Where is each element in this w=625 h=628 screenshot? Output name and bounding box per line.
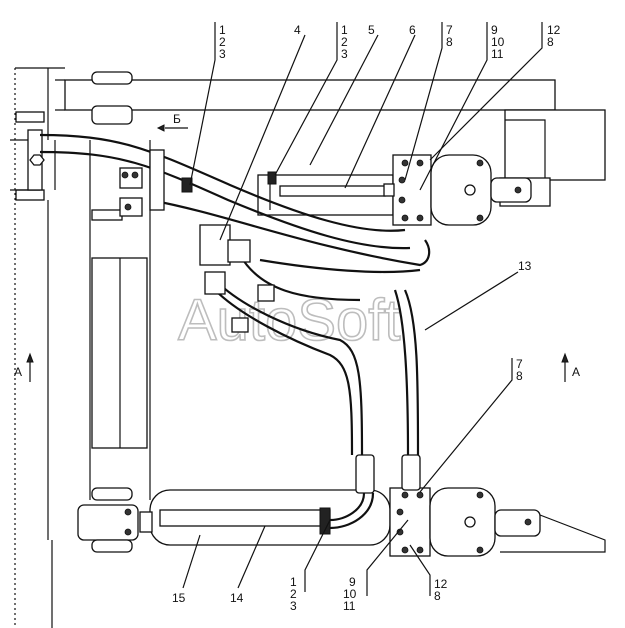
svg-text:8: 8 <box>516 369 523 383</box>
pipe-clamps <box>119 149 193 217</box>
svg-text:8: 8 <box>547 35 554 49</box>
hose-lines <box>39 133 431 530</box>
svg-text:12: 12 <box>547 23 561 37</box>
svg-text:3: 3 <box>290 599 297 613</box>
callout-6: 6 <box>409 23 416 37</box>
watermark: AutoSoft <box>178 288 400 353</box>
svg-text:3: 3 <box>341 47 348 61</box>
svg-text:2: 2 <box>219 35 226 49</box>
svg-text:7: 7 <box>446 23 453 37</box>
callout-4: 4 <box>294 23 301 37</box>
view-a-left-label: A <box>14 365 22 379</box>
callout-1-2-3-b: 1 2 3 <box>341 23 348 61</box>
callout-12-8-a: 12 8 <box>547 23 561 49</box>
svg-text:7: 7 <box>516 357 523 371</box>
svg-text:2: 2 <box>341 35 348 49</box>
lower-left-mount <box>77 487 153 553</box>
svg-text:8: 8 <box>446 35 453 49</box>
view-b-label: Б <box>173 112 181 126</box>
svg-text:2: 2 <box>290 587 297 601</box>
svg-text:8: 8 <box>434 589 441 603</box>
svg-text:10: 10 <box>491 35 505 49</box>
view-marks: A A Б <box>14 112 580 382</box>
callout-14: 14 <box>230 591 244 605</box>
svg-text:9: 9 <box>349 575 356 589</box>
callout-12-8-b: 12 8 <box>434 577 448 603</box>
callout-leaders <box>182 22 543 596</box>
left-frame <box>10 67 65 628</box>
callout-9-10-11-b: 9 10 11 <box>343 575 357 613</box>
callout-labels: 1 2 3 4 1 2 3 5 6 7 8 9 10 11 12 8 13 7 … <box>172 23 561 613</box>
view-a-right-label: A <box>572 365 580 379</box>
callout-15: 15 <box>172 591 186 605</box>
lower-cylinder <box>149 487 606 557</box>
callout-7-8-b: 7 8 <box>516 357 523 383</box>
callout-1-2-3-c: 1 2 3 <box>290 575 297 613</box>
svg-text:1: 1 <box>290 575 297 589</box>
svg-text:9: 9 <box>491 23 498 37</box>
upper-cylinder <box>257 154 532 226</box>
svg-text:12: 12 <box>434 577 448 591</box>
svg-text:1: 1 <box>219 23 226 37</box>
top-beam <box>55 71 556 500</box>
callout-9-10-11-a: 9 10 11 <box>491 23 505 61</box>
callout-5: 5 <box>368 23 375 37</box>
svg-text:11: 11 <box>343 599 356 613</box>
svg-text:11: 11 <box>491 47 504 61</box>
callout-7-8-a: 7 8 <box>446 23 453 49</box>
svg-text:10: 10 <box>343 587 357 601</box>
svg-text:1: 1 <box>341 23 348 37</box>
callout-13: 13 <box>518 259 532 273</box>
callout-1-2-3-a: 1 2 3 <box>219 23 226 61</box>
left-channel <box>91 209 148 449</box>
svg-text:3: 3 <box>219 47 226 61</box>
